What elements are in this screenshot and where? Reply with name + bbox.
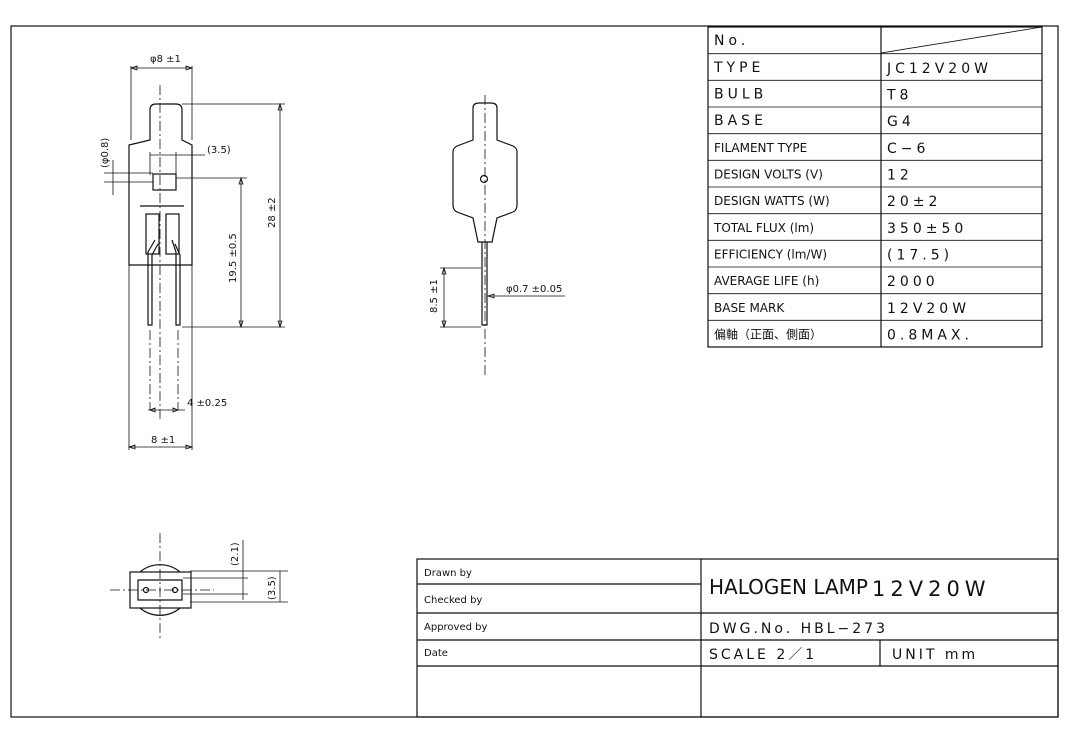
spec-no-diagonal — [880, 26, 1043, 54]
spec-label: DESIGN VOLTS (V) — [714, 167, 823, 181]
label-approved-by: Approved by — [424, 622, 487, 633]
drawing-title: HALOGEN LAMP — [709, 575, 868, 599]
spec-label: TOTAL FLUX (lm) — [713, 221, 814, 235]
dim-pin-pitch: 4 ±0.25 — [187, 398, 227, 409]
label-date: Date — [424, 648, 448, 659]
unit: UNIT mm — [892, 647, 978, 663]
title-block: Drawn by Checked by Approved by Date HAL… — [416, 558, 1059, 718]
bottom-view: (2.1) (3.5) — [110, 533, 288, 640]
front-view: φ8 ±1 (φ0.8) (3.5) 19.5 ±0.5 28 ±2 4 ±0.… — [100, 54, 285, 450]
spec-value: (17.5) — [887, 248, 953, 264]
spec-label: No. — [714, 33, 749, 49]
dwg-number: DWG.No. HBL−273 — [709, 621, 888, 637]
dim-bottom-gap: (3.5) — [267, 576, 278, 600]
front-pin-right — [171, 239, 181, 326]
dim-top-width: φ8 ±1 — [150, 54, 181, 65]
dim-pin-length: 8.5 ±1 — [429, 279, 440, 313]
label-drawn-by: Drawn by — [424, 568, 472, 579]
dim-bottom-offset: (2.1) — [230, 542, 241, 566]
spec-label: DESIGN WATTS (W) — [714, 194, 830, 208]
spec-value: 12 — [887, 168, 913, 184]
front-pin-left — [147, 239, 159, 326]
spec-value: C−6 — [887, 141, 929, 157]
dim-overall-height: 28 ±2 — [267, 197, 278, 228]
spec-value: 20±2 — [887, 194, 941, 210]
spec-value: 12V20W — [887, 301, 970, 317]
side-filament-dot — [479, 174, 489, 184]
side-pin — [481, 242, 488, 326]
front-bulb-outline — [128, 103, 193, 266]
spec-label: BASE — [714, 113, 767, 129]
drawing-title-rating: 12V20W — [872, 577, 991, 601]
dim-pin-height: 19.5 ±0.5 — [228, 233, 239, 283]
spec-value: JC12V20W — [886, 61, 992, 77]
spec-label: BASE MARK — [714, 301, 785, 315]
spec-value: 0.8MAX. — [887, 328, 973, 344]
spec-label: 偏軸（正面、側面） — [714, 326, 822, 341]
spec-value: G4 — [887, 114, 915, 130]
front-filament-left — [145, 213, 160, 255]
spec-label: BULB — [714, 86, 767, 102]
dim-pin-gap-front: (3.5) — [207, 145, 231, 156]
dim-base-width: 8 ±1 — [151, 435, 175, 446]
spec-value: T8 — [886, 88, 912, 104]
dim-pin-dia-side: φ0.7 ±0.05 — [506, 284, 562, 295]
side-bulb-outline — [452, 102, 518, 243]
front-filament-right — [165, 213, 180, 255]
front-base-block — [152, 173, 177, 191]
spec-value: 350±50 — [887, 221, 967, 237]
spec-value: 2000 — [887, 274, 939, 290]
scale: SCALE 2／1 — [709, 647, 817, 663]
side-view: 8.5 ±1 φ0.7 ±0.05 — [429, 95, 565, 375]
spec-label: AVERAGE LIFE (h) — [714, 274, 819, 288]
spec-label: TYPE — [713, 60, 764, 76]
spec-label: EFFICIENCY (lm/W) — [714, 247, 827, 261]
spec-label: FILAMENT TYPE — [714, 141, 807, 155]
dim-pin-dia-front: (φ0.8) — [100, 138, 111, 168]
label-checked-by: Checked by — [424, 595, 482, 606]
